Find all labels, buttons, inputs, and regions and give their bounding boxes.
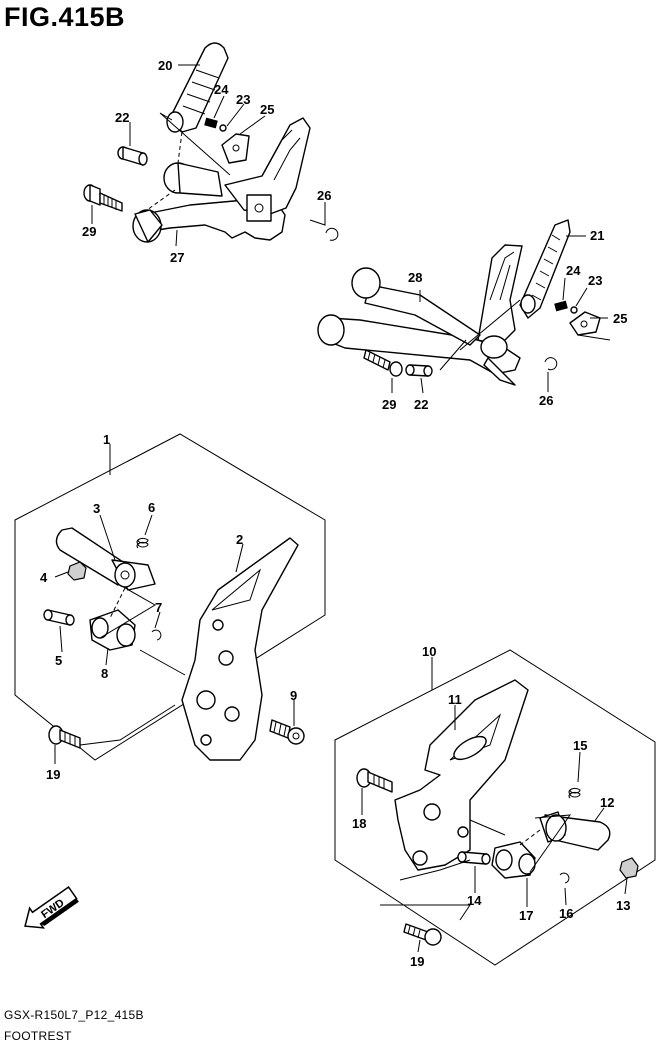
- pillion-pin-right: [405, 364, 433, 377]
- pillion-mount-lug: [246, 194, 272, 222]
- rider-nut-right: [619, 857, 639, 879]
- rider-clip-right: [559, 872, 570, 884]
- callout-25-left: 25: [260, 102, 274, 117]
- rider-mount-bolt-19-right: [403, 923, 442, 946]
- callout-26-right: 26: [539, 393, 553, 408]
- callout-1: 1: [103, 432, 110, 447]
- fwd-arrow-icon: FWD: [24, 886, 79, 929]
- rider-mount-bolt-9: [269, 719, 305, 745]
- rider-spring-right: [568, 787, 581, 799]
- callout-22-left: 22: [115, 110, 129, 125]
- pillion-spring-left: [204, 117, 218, 129]
- pillion-circlip-left: [325, 227, 339, 241]
- pillion-bracket-right: [324, 317, 521, 375]
- callout-11: 11: [448, 692, 462, 707]
- callout-13: 13: [616, 898, 630, 913]
- pillion-pin-left: [117, 146, 148, 166]
- rider-mount-bolt-19-left: [48, 725, 81, 749]
- callout-26-left: 26: [317, 188, 331, 203]
- rider-clip-left: [151, 629, 162, 641]
- rider-pin-left: [43, 609, 75, 626]
- pillion-ball-left: [219, 124, 227, 132]
- callout-18: 18: [352, 816, 366, 831]
- callout-25-right: 25: [613, 311, 627, 326]
- rider-peg-holder-right: [491, 841, 536, 879]
- callout-20: 20: [158, 58, 172, 73]
- left-assembly-frame: [14, 433, 326, 761]
- right-rider-footrest-group: 10 11 12 13 14 15 16 17 18 19: [334, 644, 656, 969]
- callout-2: 2: [236, 532, 243, 547]
- pillion-collar-right: [351, 267, 381, 299]
- callout-24-right: 24: [566, 263, 581, 278]
- pillion-spring-right: [554, 300, 568, 312]
- callout-16: 16: [559, 906, 573, 921]
- callout-4: 4: [40, 570, 48, 585]
- callout-29-left: 29: [82, 224, 96, 239]
- rider-nut-left: [67, 561, 87, 581]
- rider-bracket-right: [394, 679, 529, 871]
- callout-23-left: 23: [236, 92, 250, 107]
- callout-5: 5: [55, 653, 62, 668]
- right-assembly-frame: [334, 649, 656, 966]
- rider-spring-left: [136, 537, 149, 549]
- callout-12: 12: [600, 795, 614, 810]
- callout-10: 10: [422, 644, 436, 659]
- pillion-lower-collar-right: [317, 314, 345, 346]
- pillion-bolt-right: [363, 349, 403, 377]
- left-pillion-footrest-group: 20 22 24 23 25 26 29 27: [82, 42, 339, 265]
- model-code: GSX-R150L7_P12_415B: [4, 1008, 144, 1022]
- pillion-ball-right: [570, 306, 578, 314]
- callout-19-right: 19: [410, 954, 424, 969]
- pillion-detent-plate-right: [569, 311, 601, 336]
- pillion-footpeg-rubber-left: [166, 42, 229, 133]
- callout-23-right: 23: [588, 273, 602, 288]
- callout-14: 14: [467, 893, 482, 908]
- callout-29-right: 29: [382, 397, 396, 412]
- callout-28: 28: [408, 270, 422, 285]
- callout-3: 3: [93, 501, 100, 516]
- left-rider-footrest-group: 1 2 3 4 5 6 7 8 9 19: [14, 432, 326, 782]
- rider-footpeg-right: [539, 811, 611, 851]
- callout-22-right: 22: [414, 397, 428, 412]
- pillion-detent-plate-left: [221, 133, 250, 164]
- callout-24-left: 24: [214, 82, 229, 97]
- callout-19-left: 19: [46, 767, 60, 782]
- pillion-bolt-left: [83, 184, 123, 212]
- callout-21: 21: [590, 228, 604, 243]
- callout-9: 9: [290, 688, 297, 703]
- section-name: FOOTREST: [4, 1029, 72, 1043]
- figure-title: FIG.415B: [4, 2, 126, 32]
- callout-8: 8: [101, 666, 108, 681]
- pillion-footpeg-rubber-right: [519, 219, 571, 319]
- callout-15: 15: [573, 738, 587, 753]
- callout-27: 27: [170, 250, 184, 265]
- right-pillion-footrest-group: 21 28 24 23 25 29 22 26: [317, 219, 627, 412]
- rider-mount-bolt-18: [356, 768, 393, 793]
- callout-6: 6: [148, 500, 155, 515]
- callout-17: 17: [519, 908, 533, 923]
- pillion-circlip-right: [544, 357, 558, 371]
- callout-7: 7: [155, 600, 162, 615]
- rider-footpeg-left: [55, 527, 156, 591]
